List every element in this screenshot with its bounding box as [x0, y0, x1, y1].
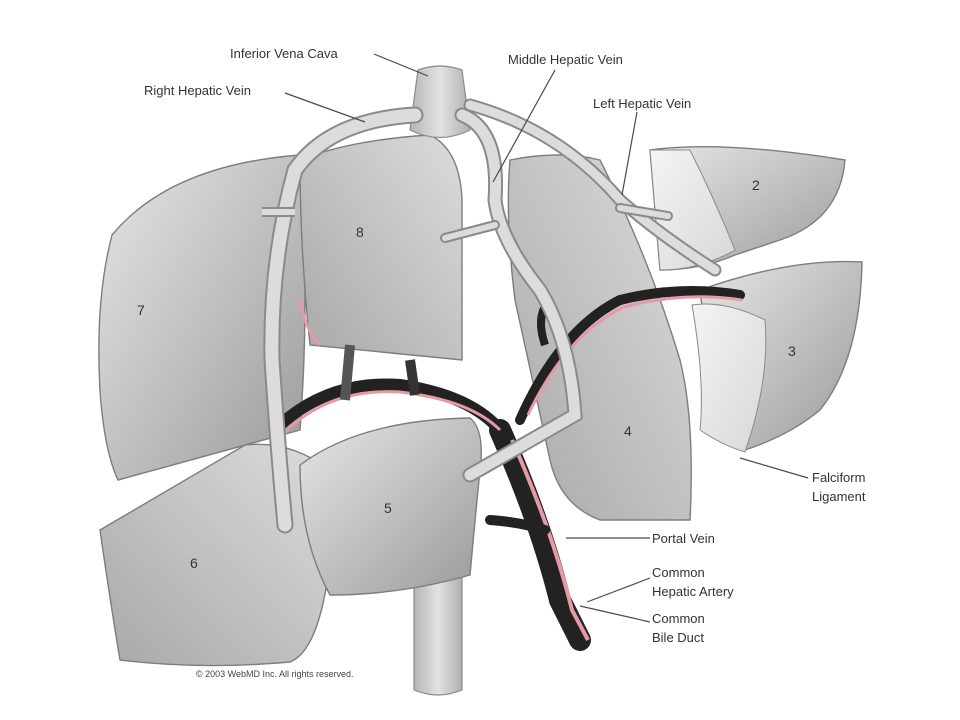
label-common-hepatic-artery-line1: Common	[652, 565, 705, 580]
label-middle-hepatic-vein: Middle Hepatic Vein	[508, 52, 623, 67]
copyright-notice: © 2003 WebMD Inc. All rights reserved.	[196, 669, 354, 679]
segment-label-7: 7	[137, 302, 145, 318]
segment-6-lobe	[99, 443, 331, 667]
label-common-bile-duct-line2: Bile Duct	[652, 630, 704, 645]
label-portal-vein: Portal Vein	[652, 531, 715, 546]
leader-lines	[284, 53, 809, 623]
segment-3-cut-surface	[691, 303, 767, 453]
segment-label-8: 8	[356, 224, 364, 240]
label-falciform-line1: Falciform	[812, 470, 865, 485]
segment-label-3: 3	[788, 343, 796, 359]
label-falciform-line2: Ligament	[812, 489, 866, 504]
hepatic-veins	[262, 65, 722, 534]
segment-label-6: 6	[190, 555, 198, 571]
segment-label-4: 4	[624, 423, 632, 439]
label-inferior-vena-cava: Inferior Vena Cava	[230, 46, 338, 61]
label-common-bile-duct-line1: Common	[652, 611, 705, 626]
segment-5-lobe	[299, 417, 482, 596]
label-right-hepatic-vein: Right Hepatic Vein	[144, 83, 251, 98]
label-common-hepatic-artery-line2: Hepatic Artery	[652, 584, 734, 599]
segment-8-lobe	[299, 134, 463, 361]
ivc-lower	[413, 559, 463, 696]
label-left-hepatic-vein: Left Hepatic Vein	[593, 96, 691, 111]
segment-label-5: 5	[384, 500, 392, 516]
segment-label-2: 2	[752, 177, 760, 193]
